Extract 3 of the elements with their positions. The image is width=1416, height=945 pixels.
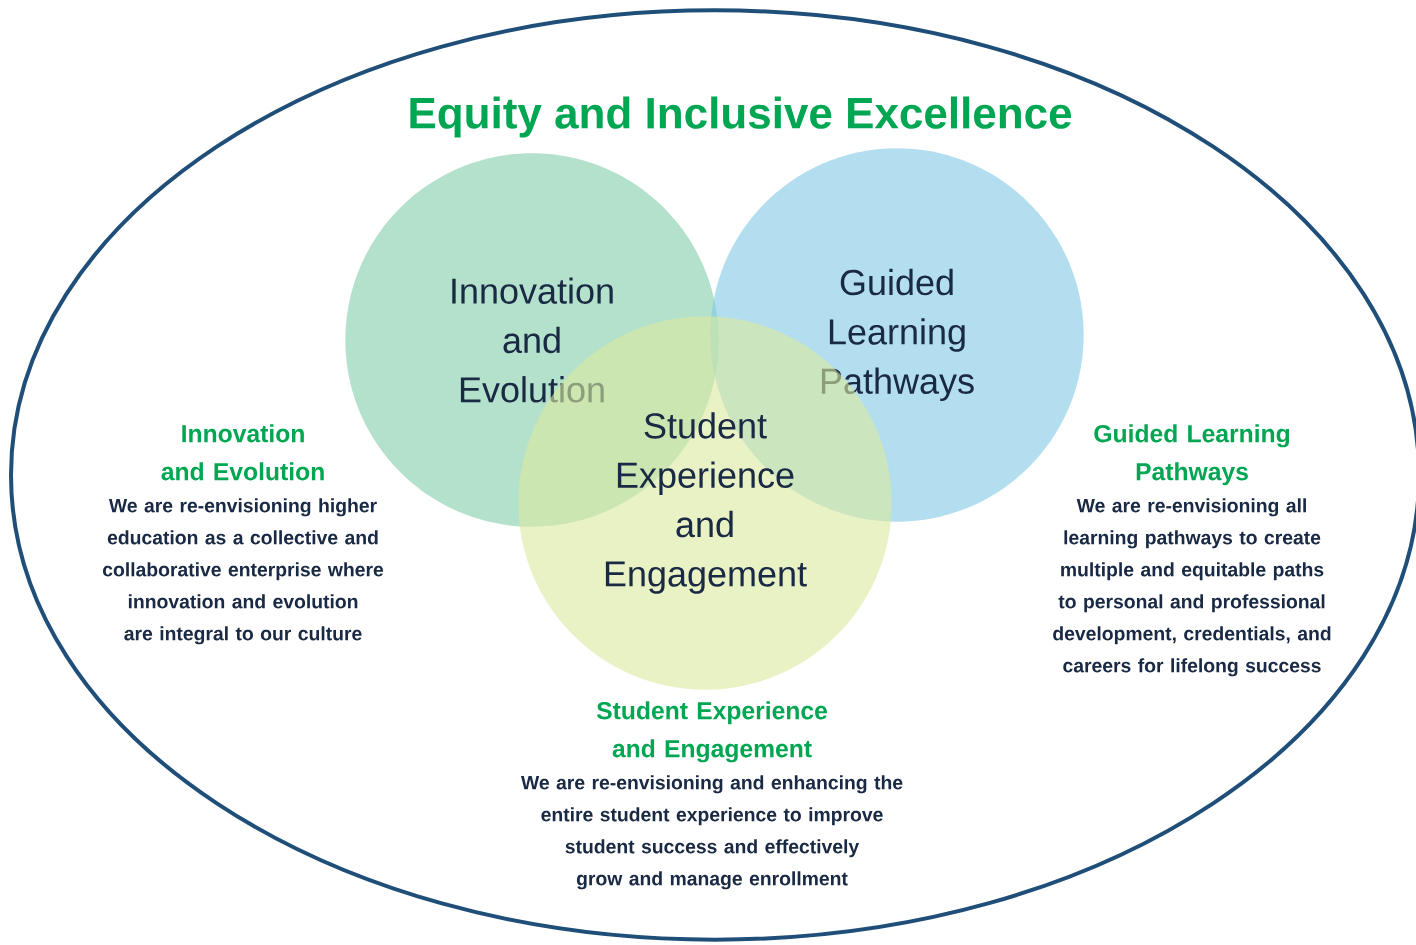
title: Equity and Inclusive Excellence bbox=[410, 96, 1072, 138]
description-text: We are re-envisioning and enhancing the entire student experience to improve student success and effectively grow and manage enrollment bbox=[521, 775, 903, 890]
description-text: We are re-envisioning higher education as a collective and collaborative enterprise where innovation and evolution are integral to our culture bbox=[103, 498, 384, 645]
